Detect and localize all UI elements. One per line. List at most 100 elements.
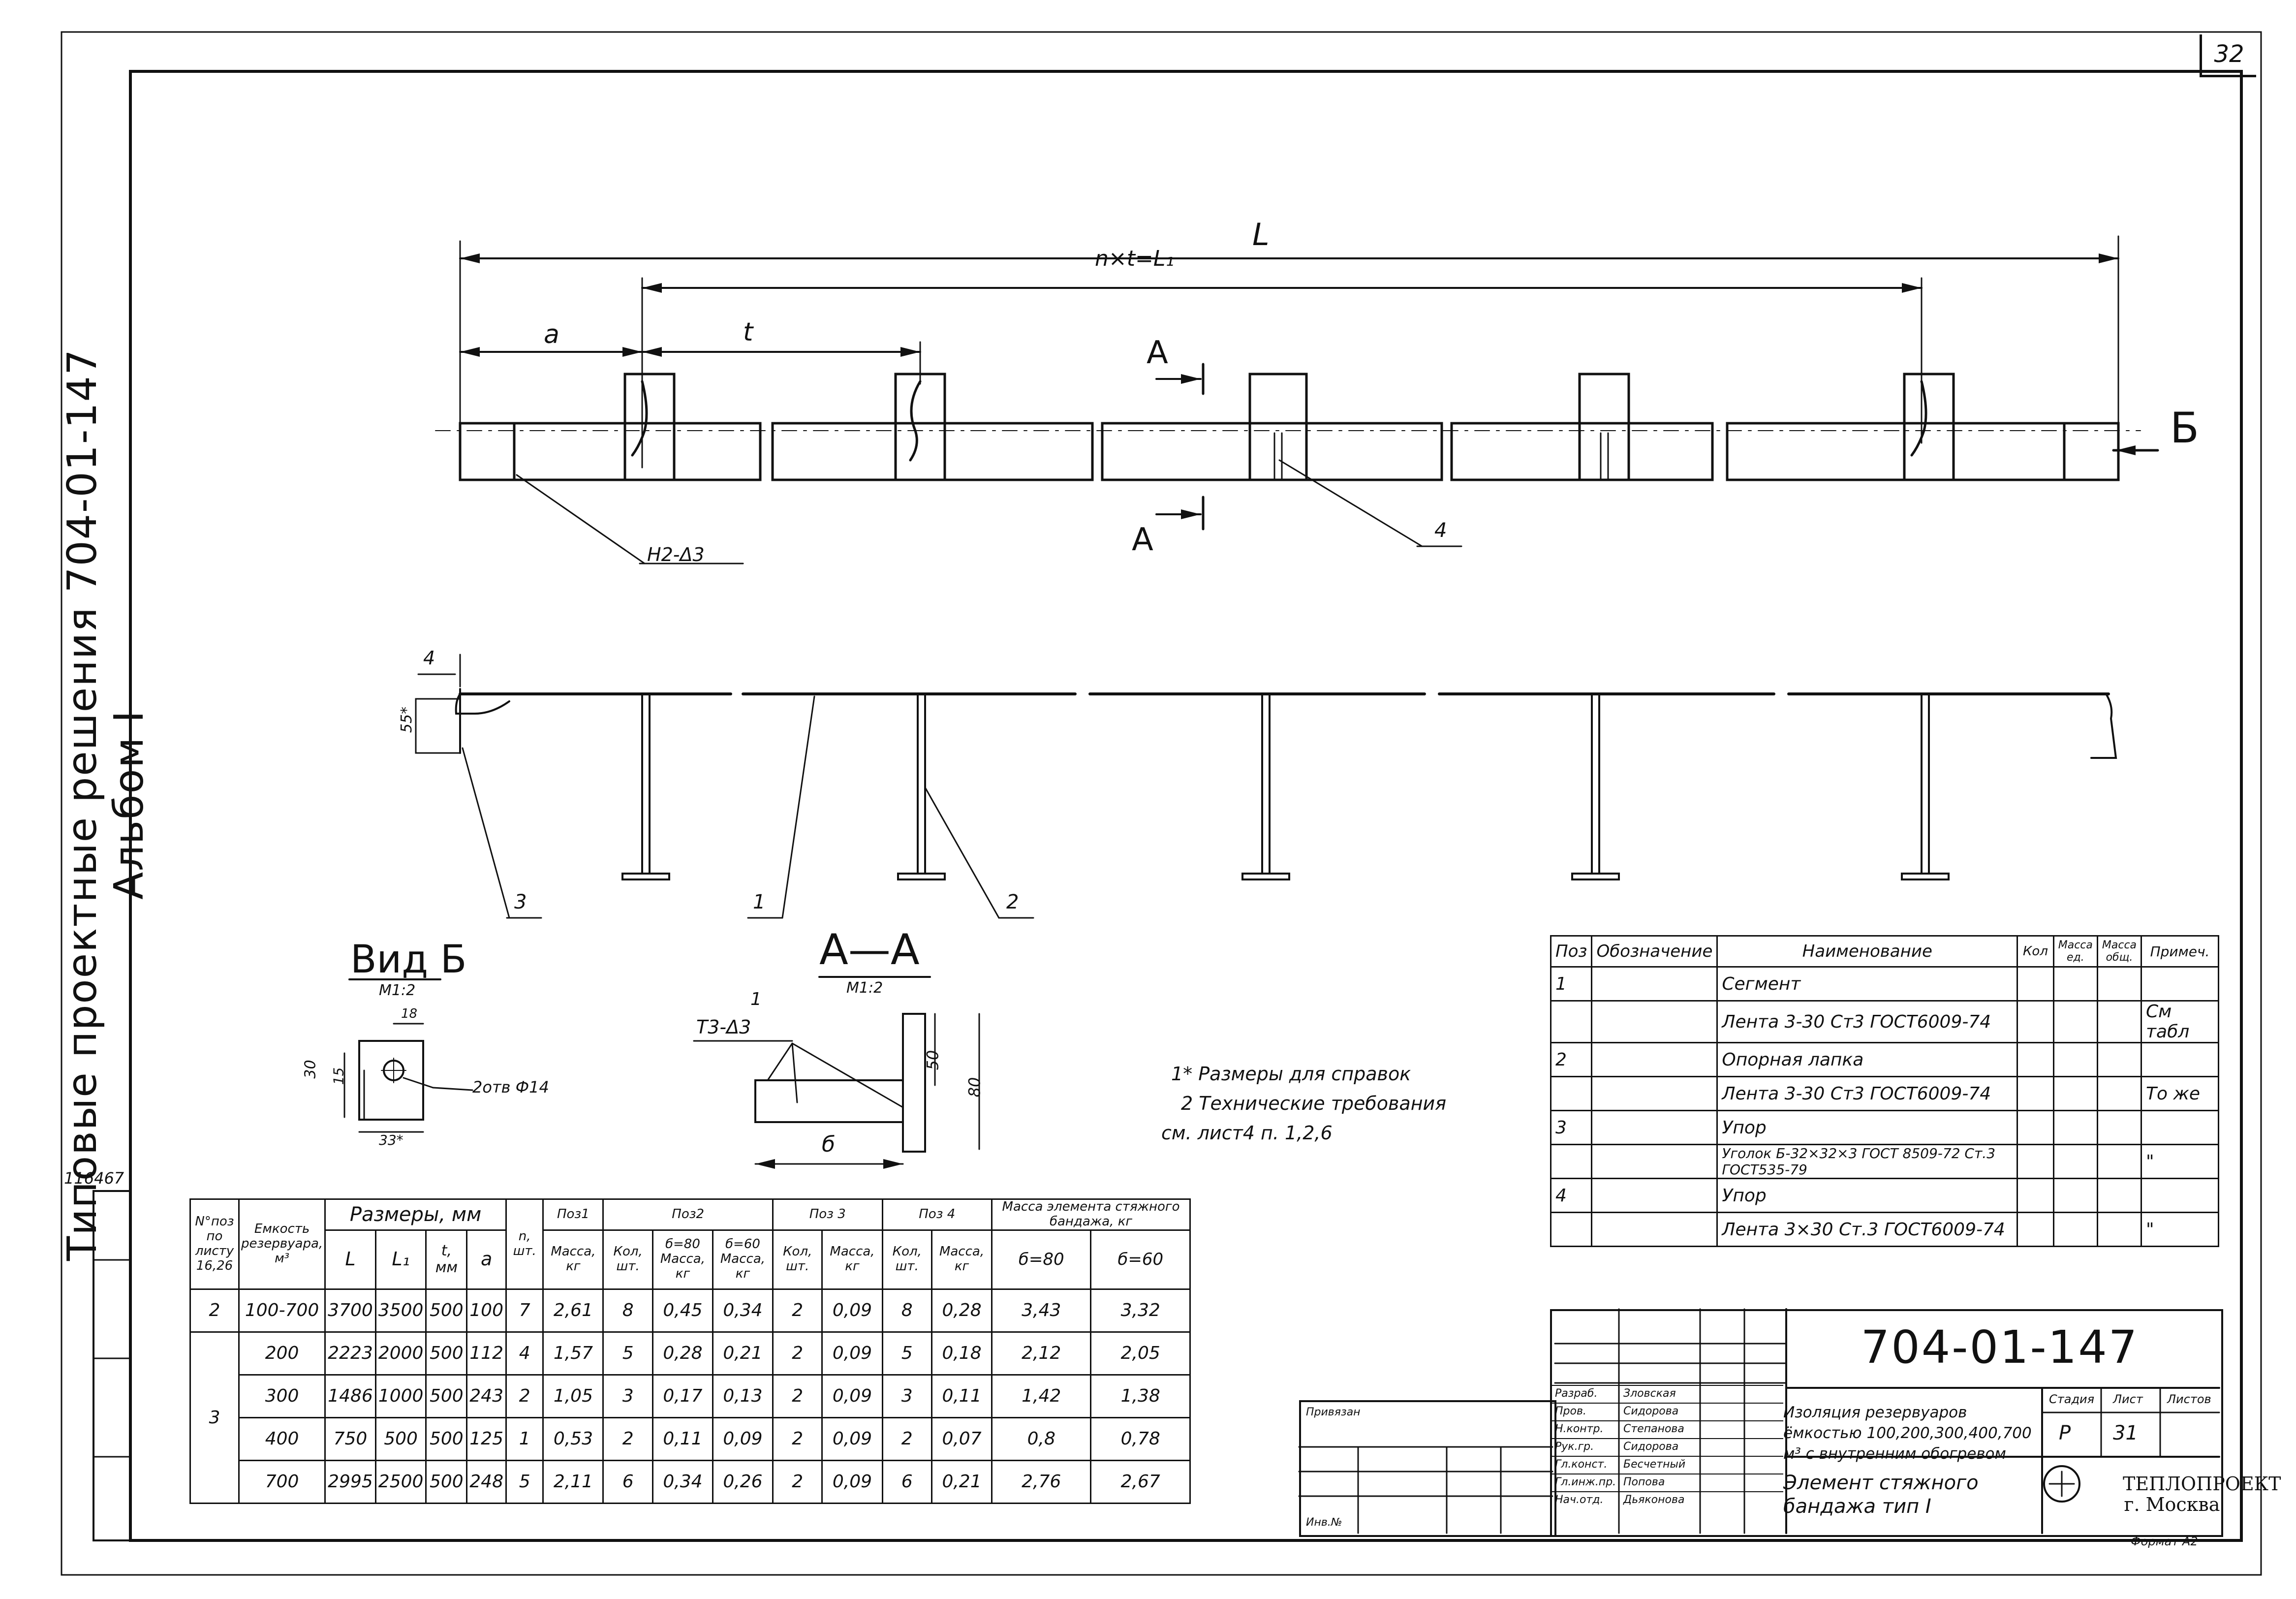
table-cell: 2 [772, 1374, 823, 1418]
spec-cell [2017, 1000, 2054, 1043]
spec-cell: Опорная лапка [1716, 1042, 2018, 1077]
margin-stamp-box [93, 1190, 131, 1541]
table-cell: 2 [772, 1459, 823, 1504]
spec-cell [2017, 1144, 2054, 1179]
element-name: Элемент стяжного бандажа тип I [1783, 1472, 1979, 1518]
specification-table: Поз Обозначение Наименование Кол Масса е… [1550, 935, 2219, 1247]
staff-role: Разраб. [1555, 1387, 1598, 1400]
table-cell: 300 [238, 1374, 326, 1418]
table-cell: 0,11 [931, 1374, 993, 1418]
spec-row: Лента 3×30 Ст.3 ГОСТ6009-74" [1550, 1212, 2219, 1247]
th-pos1: Поз1 [542, 1198, 604, 1231]
table-cell: 0,34 [652, 1459, 714, 1504]
table-cell: 3 [189, 1331, 240, 1504]
th-pos4: Поз 4 [881, 1198, 993, 1231]
margin-title: Типовые проектные решения 704-01-147 Аль… [59, 348, 153, 1261]
spec-cell [2096, 1178, 2142, 1213]
view-b-dim-30: 30 [302, 1060, 319, 1079]
view-b-title: Вид Б [350, 938, 467, 982]
spec-cell: 2 [1550, 1042, 1593, 1077]
th-pos3-mass: Масса, кг [821, 1229, 883, 1290]
margin-inventory-no: 116467 [64, 1169, 124, 1188]
table-cell: 6 [881, 1459, 932, 1504]
spec-cell [1591, 1144, 1718, 1179]
section-aa-weld: Т3-Δ3 [696, 1016, 751, 1038]
th-pos3: Поз 3 [772, 1198, 883, 1231]
table-cell: 2 [881, 1416, 932, 1461]
format-label: Формат А2 [2131, 1535, 2198, 1548]
spec-cell: 4 [1550, 1178, 1593, 1213]
sheets-label: Листов [2167, 1392, 2211, 1406]
section-aa-dim-50: 50 [923, 1050, 942, 1070]
th-pos1-mass: Масса, кг [542, 1229, 604, 1290]
table-cell: 3500 [374, 1288, 427, 1333]
staff-role: Пров. [1555, 1405, 1586, 1417]
spec-cell [2141, 1042, 2219, 1077]
staff-name: Попова [1623, 1476, 1665, 1488]
section-aa-scale: М1:2 [846, 979, 883, 997]
spec-cell: Лента 3-30 Ст3 ГОСТ6009-74 [1716, 1000, 2018, 1043]
table-cell: 0,09 [821, 1331, 883, 1376]
table-cell: 100 [466, 1288, 507, 1333]
spec-cell [2052, 1110, 2098, 1145]
stage-label: Стадия [2049, 1392, 2095, 1406]
view-b-scale: М1:2 [379, 982, 416, 999]
table-cell: 112 [466, 1331, 507, 1376]
table-cell: 0,09 [821, 1288, 883, 1333]
table-cell: 3,32 [1090, 1288, 1191, 1333]
table-cell: 3 [602, 1374, 653, 1418]
spec-cell [2052, 1178, 2098, 1213]
spec-cell [2052, 1212, 2098, 1247]
spec-cell [2096, 1076, 2142, 1111]
table-cell: 500 [425, 1416, 468, 1461]
spec-cell: См табл [2141, 1000, 2219, 1043]
staff-role: Гл.инж.пр. [1555, 1476, 1616, 1488]
staff-row: Гл.конст.Бесчетный [1552, 1456, 1783, 1474]
table-cell: 0,09 [712, 1416, 774, 1461]
table-cell: 500 [425, 1288, 468, 1333]
spec-cell [2141, 1110, 2219, 1145]
table-cell: 750 [324, 1416, 376, 1461]
table-cell: 5 [602, 1331, 653, 1376]
table-cell: 500 [425, 1374, 468, 1418]
spec-cell: 1 [1550, 966, 1593, 1002]
spec-cell [1591, 966, 1718, 1002]
spec-cell [2052, 1000, 2098, 1043]
spec-th-designation: Обозначение [1591, 935, 1718, 968]
th-pos4-mass: Масса, кг [931, 1229, 993, 1290]
org-logo [2043, 1465, 2080, 1503]
leader-4 [1278, 459, 1423, 547]
privyazan-box: Привязан Инв.№ [1299, 1400, 1556, 1537]
band-elevation [415, 688, 2117, 880]
spec-cell [2096, 1110, 2142, 1145]
th-t: t, мм [425, 1229, 468, 1290]
spec-cell [2141, 1178, 2219, 1213]
table-cell: 0,09 [821, 1459, 883, 1504]
spec-cell: Упор [1716, 1110, 2018, 1145]
spec-th-note: Примеч. [2141, 935, 2219, 968]
spec-cell [2052, 966, 2098, 1002]
dimensions-table: N°поз по листу 16,26 Емкость резервуара,… [189, 1198, 1191, 1504]
spec-cell [1550, 1144, 1593, 1179]
th-pos4-qty: Кол, шт. [881, 1229, 932, 1290]
table-cell: 0,18 [931, 1331, 993, 1376]
spec-row: Лента 3-30 Ст3 ГОСТ6009-74 См табл [1550, 1000, 2219, 1043]
th-b80-total: б=80 [991, 1229, 1092, 1290]
th-L1: L₁ [374, 1229, 427, 1290]
spec-cell: Лента 3-30 Ст3 ГОСТ6009-74 [1716, 1076, 2018, 1111]
table-cell: 2,67 [1090, 1459, 1191, 1504]
callout-2: 2 [1006, 891, 1019, 913]
table-cell: 0,21 [931, 1459, 993, 1504]
staff-row: Нач.отд.Дьяконова [1552, 1491, 1783, 1509]
spec-cell [2096, 966, 2142, 1002]
th-mass: Масса, кг [720, 1252, 766, 1282]
section-mark-top: A [1147, 335, 1168, 371]
table-cell: 700 [238, 1459, 326, 1504]
leader-3 [462, 747, 510, 919]
